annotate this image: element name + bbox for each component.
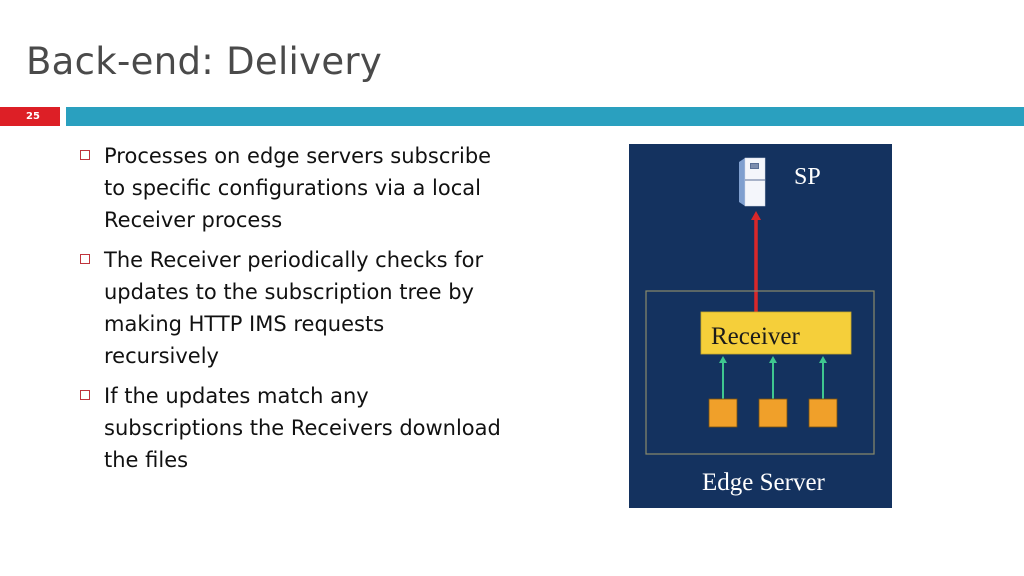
- delivery-diagram: SP Receiver Edge Server: [629, 144, 892, 508]
- slide-title: Back-end: Delivery: [26, 40, 383, 83]
- bullet-item: The Receiver periodically checks for upd…: [74, 244, 504, 372]
- square-bullet-icon: [80, 254, 90, 264]
- diagram-svg: SP Receiver Edge Server: [645, 157, 875, 496]
- bullet-item: Processes on edge servers subscribe to s…: [74, 140, 504, 236]
- server-icon: [739, 157, 766, 207]
- process-box: [758, 398, 788, 428]
- bullet-list: Processes on edge servers subscribe to s…: [74, 140, 504, 484]
- bullet-text: Processes on edge servers subscribe to s…: [104, 144, 492, 232]
- process-arrow: [719, 356, 727, 400]
- receiver-box: [700, 311, 852, 355]
- process-box: [808, 398, 838, 428]
- edge-server-label: Edge Server: [702, 469, 826, 496]
- receiver-label: Receiver: [711, 323, 801, 350]
- square-bullet-icon: [80, 390, 90, 400]
- sp-label: SP: [794, 164, 821, 190]
- bullet-text: If the updates match any subscriptions t…: [104, 384, 501, 472]
- request-arrow: [751, 211, 761, 314]
- process-box: [708, 398, 738, 428]
- slide-number: 25: [0, 107, 60, 126]
- accent-bar: [66, 107, 1024, 126]
- bullet-item: If the updates match any subscriptions t…: [74, 380, 504, 476]
- process-arrow: [769, 356, 777, 400]
- process-arrow: [819, 356, 827, 400]
- bullet-text: The Receiver periodically checks for upd…: [104, 248, 484, 368]
- edge-server-boundary: [645, 290, 875, 455]
- square-bullet-icon: [80, 150, 90, 160]
